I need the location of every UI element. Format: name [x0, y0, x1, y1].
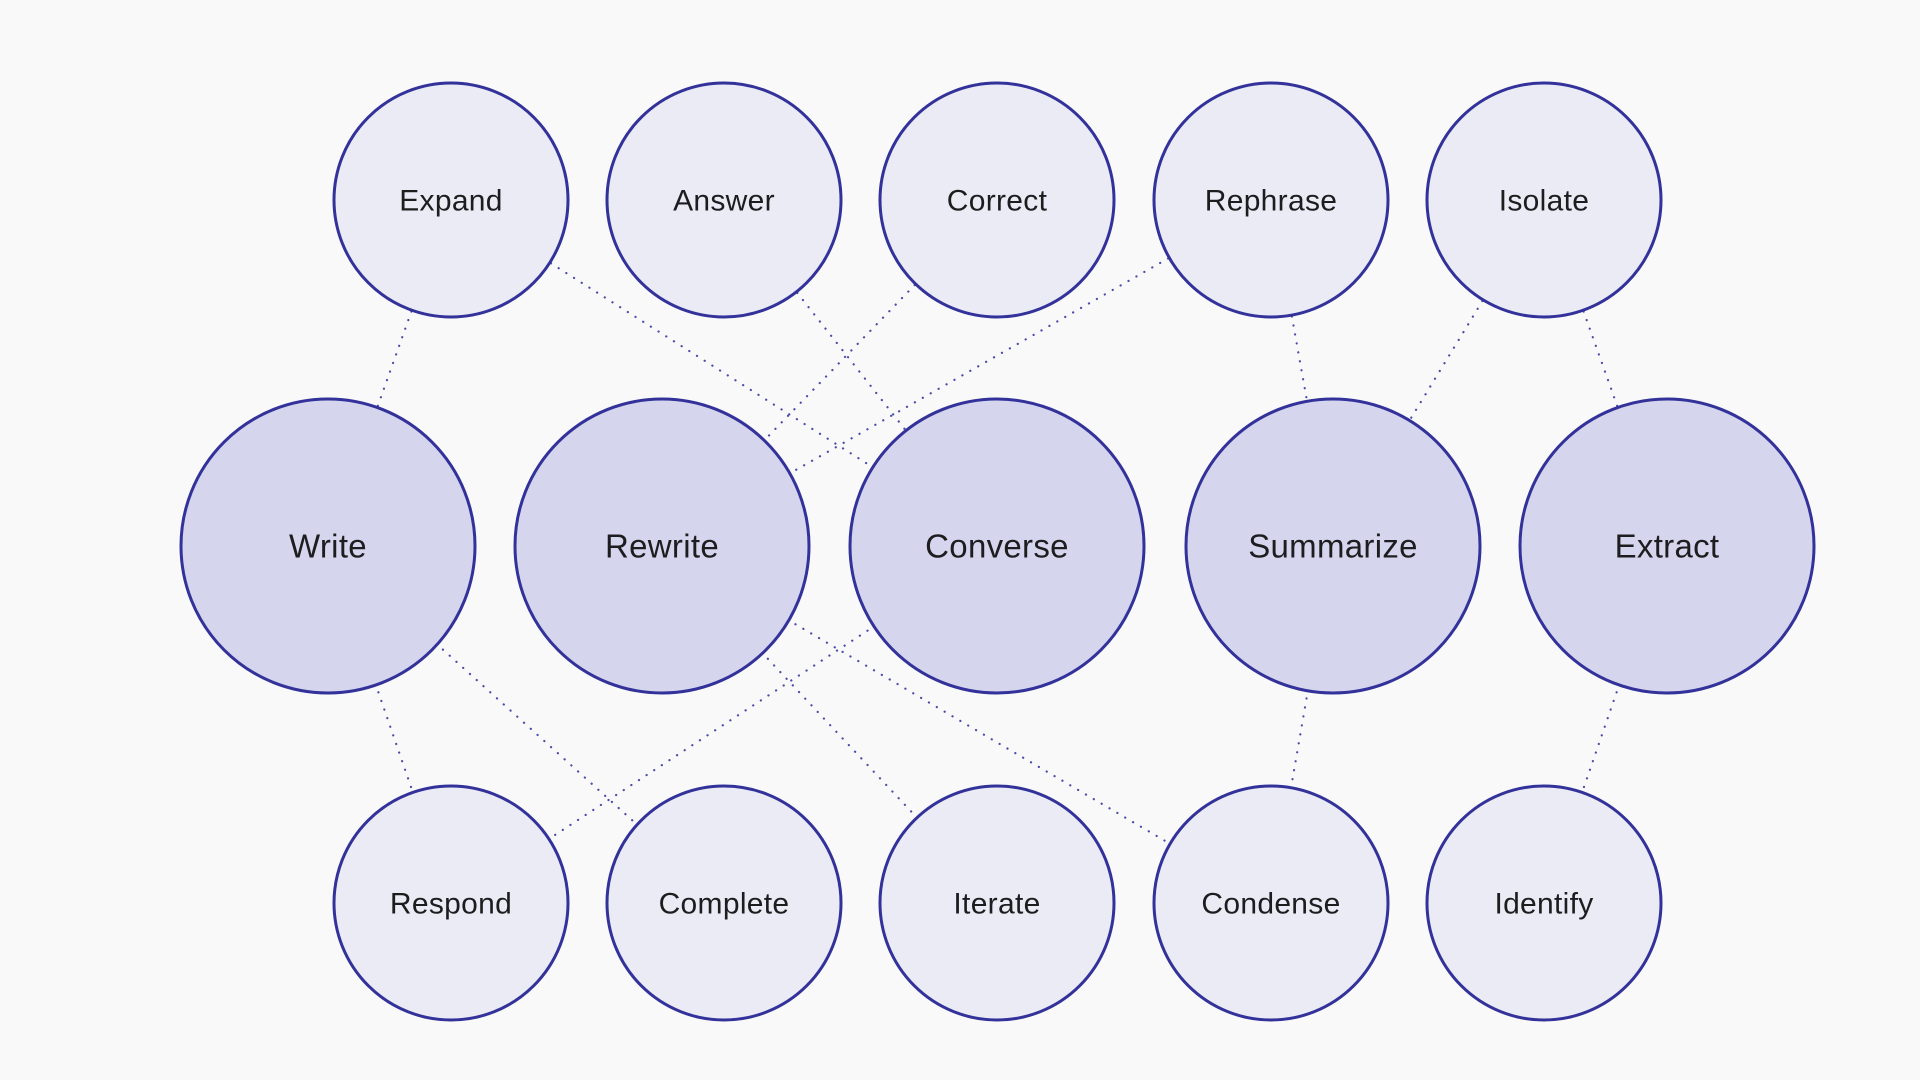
- node-label-correct: Correct: [947, 185, 1048, 218]
- node-circle-extract: [1518, 397, 1816, 695]
- task-node-write: Write: [179, 397, 477, 695]
- node-label-converse: Converse: [925, 528, 1069, 565]
- node-circle-iterate: [878, 784, 1116, 1022]
- node-circle-expand: [332, 81, 570, 319]
- task-node-isolate: Isolate: [1425, 81, 1663, 319]
- node-label-extract: Extract: [1615, 528, 1720, 565]
- node-circle-respond: [332, 784, 570, 1022]
- node-circle-answer: [605, 81, 843, 319]
- node-label-respond: Respond: [390, 888, 512, 921]
- node-label-summarize: Summarize: [1248, 528, 1418, 565]
- node-label-condense: Condense: [1201, 888, 1340, 921]
- task-node-identify: Identify: [1425, 784, 1663, 1022]
- task-node-iterate: Iterate: [878, 784, 1116, 1022]
- node-circle-converse: [848, 397, 1146, 695]
- node-label-isolate: Isolate: [1499, 185, 1590, 218]
- task-node-complete: Complete: [605, 784, 843, 1022]
- node-circle-rephrase: [1152, 81, 1390, 319]
- task-node-extract: Extract: [1518, 397, 1816, 695]
- node-circle-condense: [1152, 784, 1390, 1022]
- task-node-rewrite: Rewrite: [513, 397, 811, 695]
- task-node-converse: Converse: [848, 397, 1146, 695]
- task-node-answer: Answer: [605, 81, 843, 319]
- node-circle-summarize: [1184, 397, 1482, 695]
- node-circle-identify: [1425, 784, 1663, 1022]
- node-label-identify: Identify: [1494, 888, 1593, 921]
- node-label-rewrite: Rewrite: [605, 528, 719, 565]
- task-node-rephrase: Rephrase: [1152, 81, 1390, 319]
- node-circle-correct: [878, 81, 1116, 319]
- node-label-expand: Expand: [399, 185, 503, 218]
- task-node-condense: Condense: [1152, 784, 1390, 1022]
- task-node-summarize: Summarize: [1184, 397, 1482, 695]
- node-circle-rewrite: [513, 397, 811, 695]
- task-node-respond: Respond: [332, 784, 570, 1022]
- task-node-expand: Expand: [332, 81, 570, 319]
- node-label-answer: Answer: [673, 185, 775, 218]
- node-label-write: Write: [289, 528, 367, 565]
- node-circle-isolate: [1425, 81, 1663, 319]
- node-label-complete: Complete: [659, 888, 790, 921]
- task-node-correct: Correct: [878, 81, 1116, 319]
- node-circle-write: [179, 397, 477, 695]
- connector-summarize-condense: [1269, 544, 1335, 905]
- node-label-rephrase: Rephrase: [1205, 185, 1337, 218]
- node-circle-complete: [605, 784, 843, 1022]
- node-label-iterate: Iterate: [953, 888, 1040, 921]
